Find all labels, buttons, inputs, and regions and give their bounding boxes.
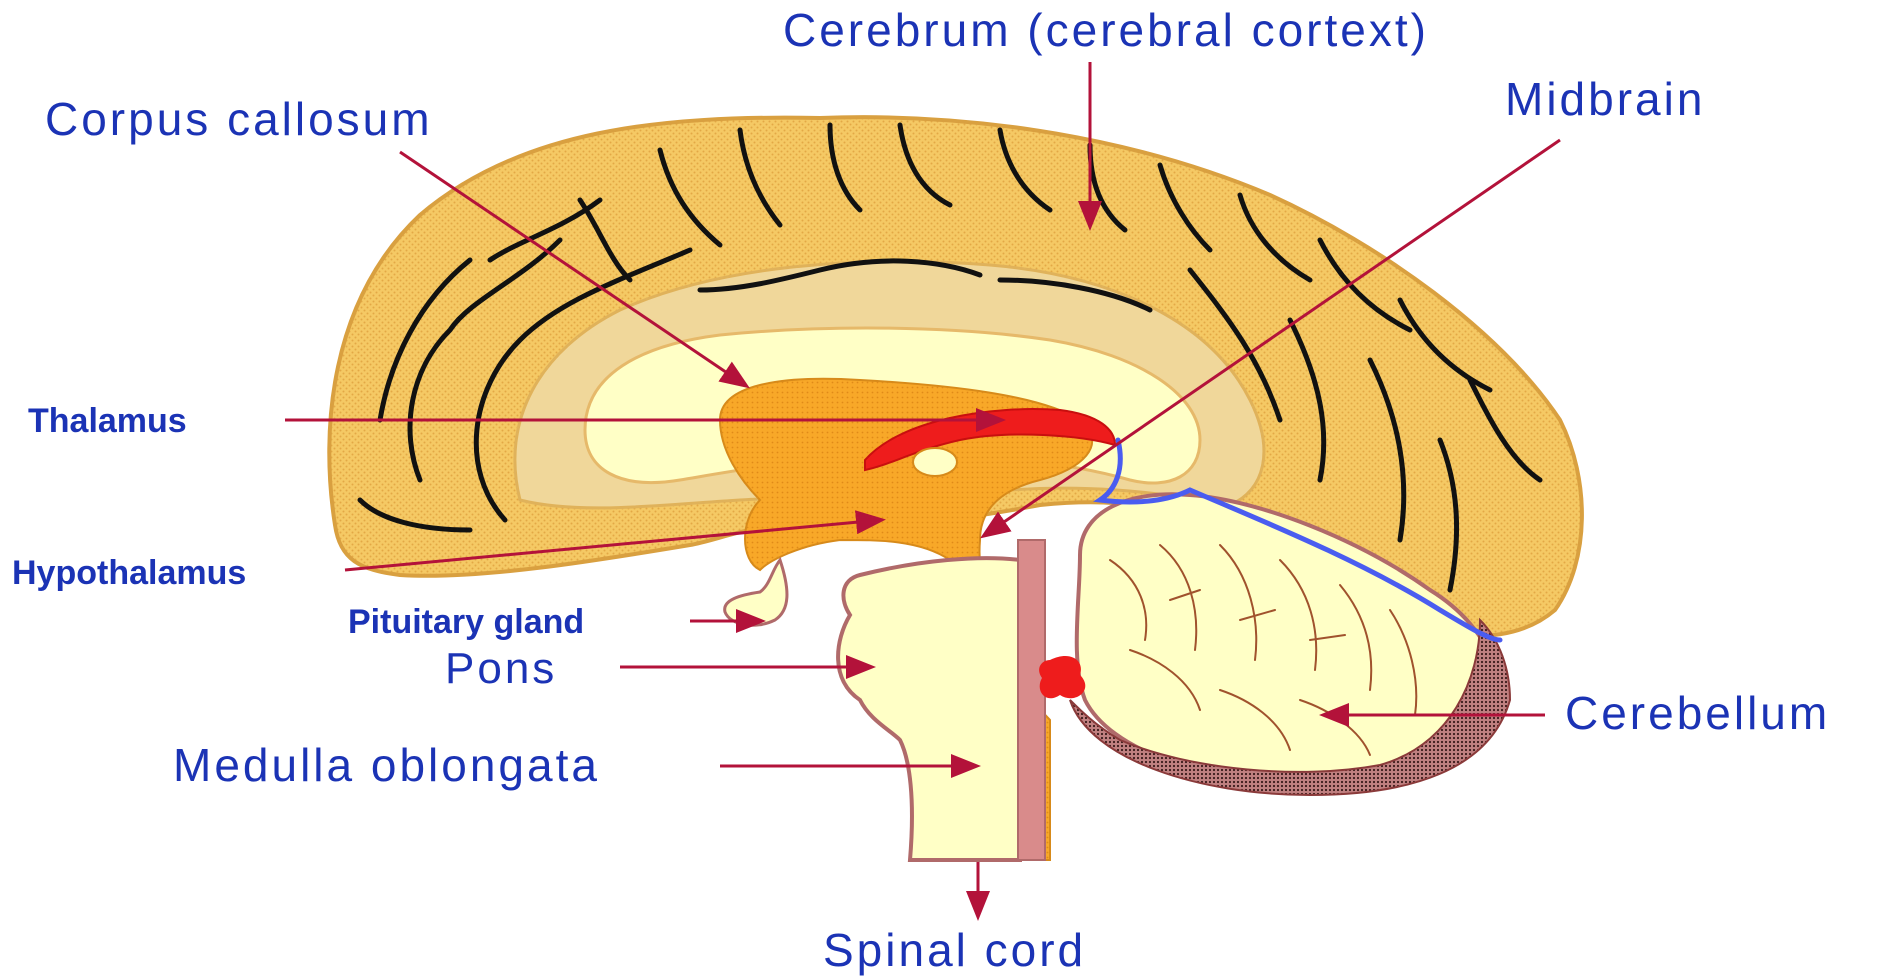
brainstem-canal [1018,540,1045,860]
label-thalamus: Thalamus [28,402,187,440]
label-corpus-callosum: Corpus callosum [45,93,433,145]
brainstem [838,558,1020,860]
fourth-ventricle [1039,656,1085,698]
pituitary-gland-shape [725,560,787,625]
massa-intermedia [913,448,957,476]
label-midbrain: Midbrain [1505,73,1705,125]
label-cerebellum: Cerebellum [1565,687,1830,739]
label-spinal-cord: Spinal cord [823,924,1086,976]
label-cerebrum: Cerebrum (cerebral cortext) [783,4,1429,56]
label-hypothalamus: Hypothalamus [12,554,246,592]
label-pons: Pons [445,644,557,693]
label-medulla-oblongata: Medulla oblongata [173,739,600,791]
label-pituitary-gland: Pituitary gland [348,603,584,641]
